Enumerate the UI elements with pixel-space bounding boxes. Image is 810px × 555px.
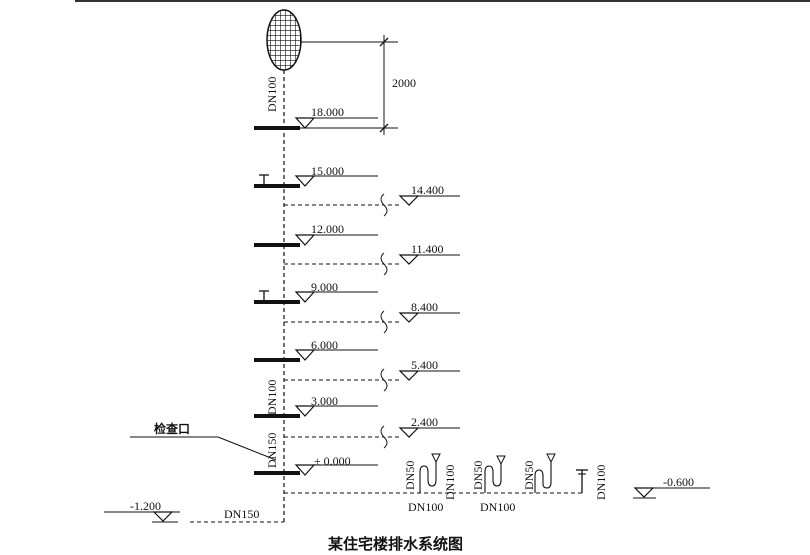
mid-level-label: 14.400 (411, 183, 444, 197)
cleanout-callout: 检查口 (130, 421, 277, 461)
floor-level-label: 15.000 (311, 164, 344, 178)
branch-main-label: DN100 (480, 500, 515, 514)
riser-bottom-pipe-label: DN150 (265, 433, 279, 468)
floor-level-18000: 18.000 (254, 105, 378, 130)
outdoor-level-label: -0.600 (663, 475, 694, 489)
branch-main-label-left: DN100 (408, 500, 443, 514)
floor-level-3000: 3.000 (254, 394, 378, 418)
mid-level-label: 2.400 (411, 415, 438, 429)
floor-level-label: ± 0.000 (314, 454, 351, 468)
mid-level-2400: 2.400 (284, 415, 460, 449)
floor-level-label: 9.000 (311, 280, 338, 294)
mid-level-label: 8.400 (411, 300, 438, 314)
dimension-2000: 2000 (300, 35, 416, 135)
fixture-trap-3 (534, 453, 556, 493)
fixture-trap-1 (419, 453, 441, 493)
riser-pipe-label: DN100 (265, 380, 279, 415)
cleanout-callout-label: 检查口 (154, 421, 190, 436)
diagram-title: 某住宅楼排水系统图 (328, 535, 463, 553)
floor-level-15000: 15.000 (254, 164, 378, 188)
floor-level-label: 6.000 (311, 338, 338, 352)
floor-level-6000: 6.000 (254, 338, 378, 362)
floor-level-label: 18.000 (311, 105, 344, 119)
mid-level-label: 11.400 (411, 242, 444, 256)
branch-pipe-label: DN100 (594, 465, 608, 500)
branch-pipe-label: DN50 (471, 461, 485, 490)
branch-pipe-label: DN50 (403, 461, 417, 490)
vent-pipe-label: DN100 (265, 77, 279, 112)
branch-pipe-label: DN50 (522, 461, 536, 490)
mid-level-8400: 8.400 (284, 300, 460, 334)
floor-level-12000: 12.000 (254, 222, 378, 247)
mid-level-5400: 5.400 (284, 358, 460, 392)
fixture-trap-2 (484, 455, 506, 493)
branch-pipe-label: DN100 (443, 465, 457, 500)
outdoor-level-right: -0.600 (633, 475, 710, 499)
mid-level-label: 5.400 (411, 358, 438, 372)
floor-level-label: 12.000 (311, 222, 344, 236)
mid-level-14400: 14.400 (284, 183, 460, 217)
vent-cap-icon (266, 9, 302, 71)
outlet-pipe-label: DN150 (224, 507, 259, 521)
floor-level-0000: ± 0.000 (254, 454, 378, 476)
outdoor-level-left: -1.200 (104, 499, 180, 523)
mid-level-11400: 11.400 (284, 242, 460, 276)
outdoor-level-label: -1.200 (130, 499, 161, 513)
cleanout-branch-end (576, 469, 588, 493)
dimension-label: 2000 (392, 76, 416, 90)
floor-level-9000: 9.000 (254, 280, 378, 304)
floor-level-label: 3.000 (311, 394, 338, 408)
